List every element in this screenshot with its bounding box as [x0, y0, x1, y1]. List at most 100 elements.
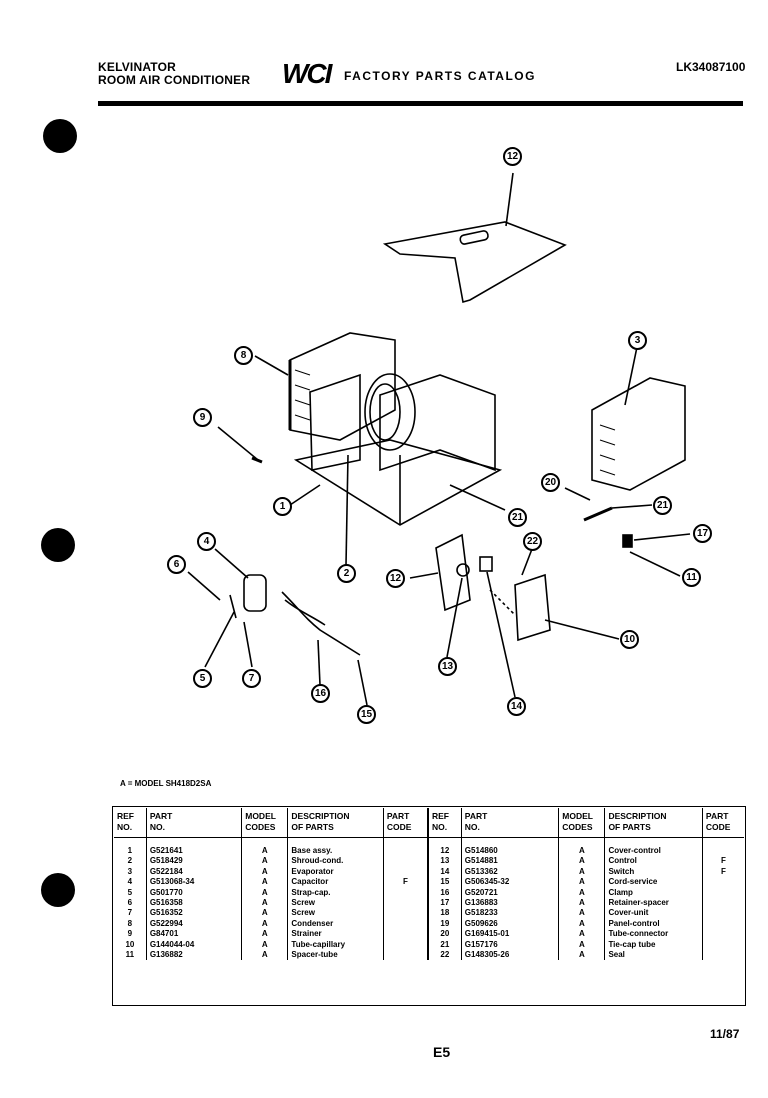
cell-model: A: [241, 908, 289, 919]
callout-3: 3: [628, 331, 647, 350]
cell-desc: Tube-capillary: [287, 939, 384, 951]
cell-code: [702, 898, 744, 908]
cell-part: G169415-01: [461, 929, 560, 940]
callout-4: 4: [197, 532, 216, 551]
callout-2: 2: [337, 564, 356, 583]
cell-model: A: [241, 856, 289, 867]
cell-ref: 6: [114, 898, 147, 909]
cell-model: A: [558, 918, 606, 930]
cell-part: G506345-32: [461, 877, 560, 888]
cell-code: [383, 856, 429, 867]
cell-model: A: [558, 939, 606, 951]
callout-17: 17: [693, 524, 712, 543]
exploded-parts-diagram: [187, 172, 691, 706]
cell-desc: Capacitor: [287, 877, 384, 888]
cell-desc: Cord-service: [604, 877, 703, 888]
top-cover-part: [382, 221, 567, 304]
callout-22: 22: [523, 532, 542, 551]
cell-code: [383, 929, 429, 940]
cell-model: A: [241, 939, 289, 951]
cell-desc: Seal: [604, 950, 703, 961]
cell-code: F: [721, 866, 726, 876]
cell-code: [383, 918, 429, 930]
cell-model: A: [241, 866, 289, 878]
cell-model: A: [558, 837, 606, 857]
cell-desc: Screw: [287, 908, 384, 919]
catalog-title: FACTORY PARTS CATALOG: [344, 69, 536, 83]
cell-code: [383, 866, 429, 878]
callout-8: 8: [234, 346, 253, 365]
cell-code: [702, 940, 744, 950]
cell-part: G520721: [461, 887, 560, 899]
cell-part: G509626: [461, 918, 560, 930]
cell-part: G144044-04: [146, 939, 243, 951]
cell-model: A: [241, 877, 289, 888]
cell-ref: 9: [114, 929, 147, 940]
callout-12: 12: [503, 147, 522, 166]
cell-desc: Spacer-tube: [287, 950, 384, 961]
cell-part: G84701: [146, 929, 243, 940]
cell-ref: 12: [427, 837, 462, 857]
cell-ref: 20: [427, 929, 462, 940]
cell-part: G501770: [146, 887, 243, 899]
cell-model: A: [241, 950, 289, 961]
cell-code: F: [721, 856, 726, 866]
cell-code: [702, 908, 744, 918]
cell-code: [383, 939, 429, 951]
callout-16: 16: [311, 684, 330, 703]
cell-desc: Shroud-cond.: [287, 856, 384, 867]
cell-part: G157176: [461, 939, 560, 951]
cell-desc: Retainer-spacer: [604, 898, 703, 909]
header-rule: [98, 101, 743, 106]
callout-7: 7: [242, 669, 261, 688]
cell-part: G518429: [146, 856, 243, 867]
cell-code: [702, 919, 744, 929]
cell-code: [702, 888, 744, 898]
wci-logo: WCI: [282, 58, 332, 89]
cell-part: G514881: [461, 856, 560, 867]
binder-hole: [41, 873, 75, 907]
cell-part: G136882: [146, 950, 243, 961]
cell-part: G521641: [146, 837, 243, 857]
callout-5: 5: [193, 669, 212, 688]
cell-part: G516358: [146, 898, 243, 909]
cell-part: G148305-26: [461, 950, 560, 961]
cell-desc: Clamp: [604, 887, 703, 899]
cell-model: A: [241, 887, 289, 899]
callout-13: 13: [438, 657, 457, 676]
cell-ref: 18: [427, 908, 462, 919]
model-note: A = MODEL SH418D2SA: [120, 779, 212, 788]
cell-ref: 10: [114, 939, 147, 951]
cell-part: G136883: [461, 898, 560, 909]
cell-part: G516352: [146, 908, 243, 919]
callout-21: 21: [508, 508, 527, 527]
cell-desc: Strap-cap.: [287, 887, 384, 899]
product-name: ROOM AIR CONDITIONER: [98, 73, 251, 87]
cell-ref: 3: [114, 866, 147, 878]
cell-desc: Cover-control: [604, 837, 703, 857]
cell-model: A: [558, 908, 606, 919]
cell-model: A: [558, 887, 606, 899]
cell-desc: Panel-control: [604, 918, 703, 930]
cell-model: A: [241, 898, 289, 909]
cell-ref: 5: [114, 887, 147, 899]
cell-ref: 15: [427, 877, 462, 888]
cell-ref: 19: [427, 918, 462, 930]
cell-code: [383, 898, 429, 909]
cell-code: [702, 838, 744, 857]
cell-part: G514860: [461, 837, 560, 857]
cell-part: G513362: [461, 866, 560, 878]
callout-20: 20: [541, 473, 560, 492]
